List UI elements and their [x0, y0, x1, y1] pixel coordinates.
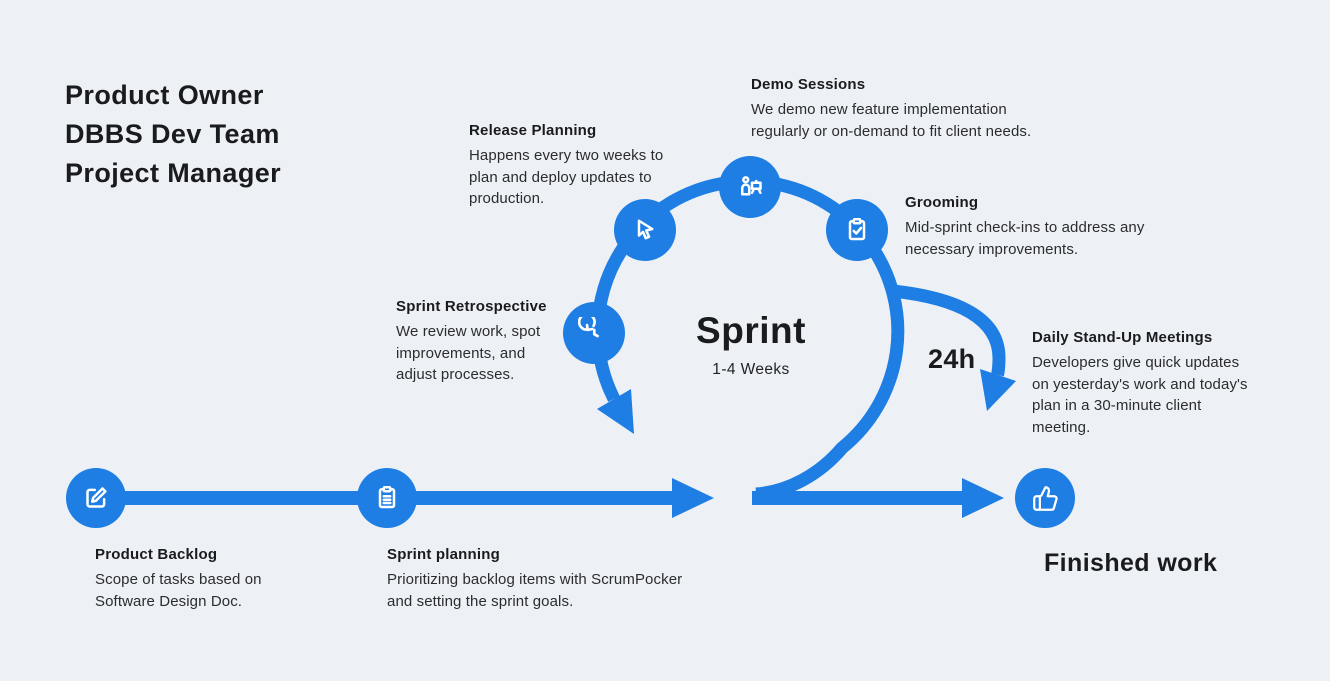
finished-work-node — [1015, 468, 1075, 528]
step-demo-sessions: Demo Sessions We demo new feature implem… — [751, 76, 1051, 142]
step-body: Prioritizing backlog items with ScrumPoc… — [387, 571, 683, 610]
step-body: Mid-sprint check-ins to address any nece… — [905, 219, 1145, 258]
sprint-center-label: Sprint 1-4 Weeks — [651, 310, 851, 379]
step-title: Product Backlog — [95, 546, 218, 563]
cursor-icon — [637, 219, 654, 240]
step-body: We demo new feature implementation regul… — [751, 101, 1032, 140]
step-title: Sprint Retrospective — [396, 298, 547, 315]
sprint-planning-node — [357, 468, 417, 528]
daily-cycle-label: 24h — [928, 344, 976, 374]
step-title: Sprint planning — [387, 546, 500, 563]
step-product-backlog: Product Backlog Scope of tasks based on … — [95, 546, 315, 612]
step-body: Happens every two weeks to plan and depl… — [469, 147, 664, 207]
roles-title: Product Owner DBBS Dev Team Project Mana… — [65, 76, 281, 193]
role-dev-team: DBBS Dev Team — [65, 119, 280, 149]
step-release-planning: Release Planning Happens every two weeks… — [469, 122, 694, 210]
clipboard-check-icon — [848, 218, 866, 241]
product-backlog-node — [66, 468, 126, 528]
sprint-loop-arrowhead — [597, 389, 634, 434]
edit-icon — [86, 487, 107, 508]
step-title: Demo Sessions — [751, 76, 866, 93]
step-daily-standup: Daily Stand-Up Meetings Developers give … — [1032, 329, 1282, 438]
arrowhead-into-finished — [962, 478, 1004, 518]
sprint-title: Sprint — [696, 310, 806, 351]
clipboard-lines-icon — [378, 486, 396, 509]
role-product-owner: Product Owner — [65, 80, 264, 110]
grooming-node — [826, 199, 888, 261]
arrowhead-into-sprint — [672, 478, 714, 518]
thumbs-up-icon — [1033, 486, 1058, 511]
release-planning-node — [614, 199, 676, 261]
step-title: Grooming — [905, 194, 979, 211]
step-body: Scope of tasks based on Software Design … — [95, 571, 262, 610]
presenter-icon — [741, 176, 762, 196]
step-sprint-planning: Sprint planning Prioritizing backlog ite… — [387, 546, 727, 612]
finished-work-label: Finished work — [1044, 549, 1218, 577]
step-title: Release Planning — [469, 122, 597, 139]
step-body: We review work, spot improvements, and a… — [396, 323, 541, 383]
sprint-duration: 1-4 Weeks — [712, 361, 790, 378]
daily-loop-arc — [892, 284, 1006, 377]
step-grooming: Grooming Mid-sprint check-ins to address… — [905, 194, 1195, 260]
history-icon — [578, 317, 599, 338]
role-project-manager: Project Manager — [65, 158, 282, 188]
step-title: Daily Stand-Up Meetings — [1032, 329, 1213, 346]
step-sprint-retrospective: Sprint Retrospective We review work, spo… — [396, 298, 576, 386]
daily-loop-arrowhead — [980, 369, 1016, 411]
step-body: Developers give quick updates on yesterd… — [1032, 354, 1248, 436]
